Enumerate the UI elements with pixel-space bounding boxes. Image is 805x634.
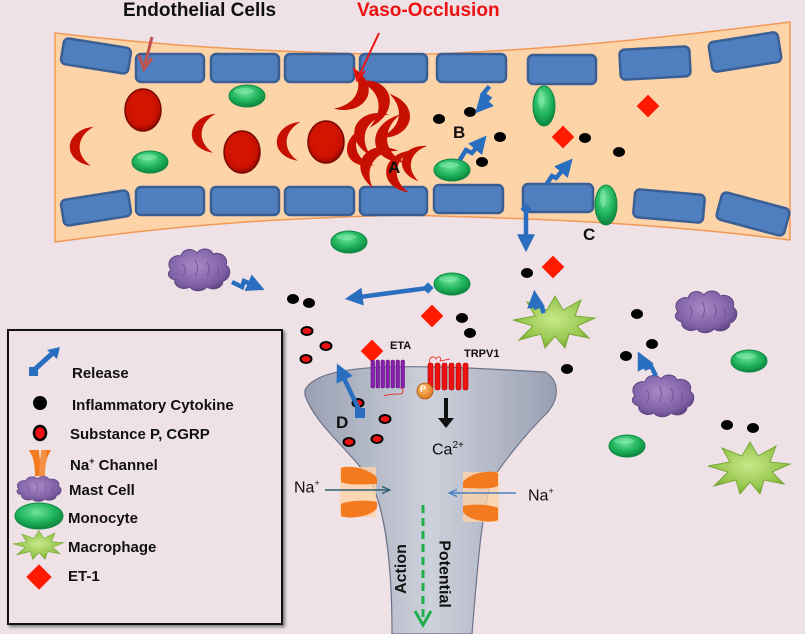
eta-receptor xyxy=(370,359,405,397)
legend-substance-p-label: Substance P, CGRP xyxy=(70,426,210,443)
et1-icon xyxy=(26,564,52,590)
calcium-label: Ca2+ xyxy=(432,440,464,459)
marker-d-label: D xyxy=(336,413,349,432)
monocyte-icon xyxy=(14,502,64,530)
substance-p-icon xyxy=(32,424,48,442)
calcium-influx-arrowhead xyxy=(438,418,454,428)
legend-monocyte-label: Monocyte xyxy=(68,510,139,527)
marker-c-label: C xyxy=(583,225,596,244)
legend-sodium-channel-label: Na+ Channel xyxy=(70,456,158,474)
sodium-left-text: Na xyxy=(294,479,315,497)
marker-b-label: B xyxy=(453,123,466,142)
legend-sodium-text: Na xyxy=(70,457,90,474)
release-arrows xyxy=(230,84,659,417)
legend-sodium-superscript: + xyxy=(89,456,95,466)
action-label: Action xyxy=(393,544,410,594)
potential-label: Potential xyxy=(435,540,453,608)
sodium-left-label: Na+ xyxy=(294,478,320,497)
sodium-channel-icon xyxy=(29,450,51,476)
legend-release-label: Release xyxy=(72,365,129,382)
legend-cytokine-label: Inflammatory Cytokine xyxy=(72,397,234,414)
legend-et1-label: ET-1 xyxy=(68,568,100,585)
mast-cell-icon xyxy=(16,475,62,502)
calcium-text: Ca xyxy=(432,441,453,459)
sodium-right-text: Na xyxy=(528,487,549,505)
release-arrow-bases xyxy=(355,203,532,418)
calcium-superscript: 2+ xyxy=(452,440,464,451)
inflammatory-cytokine-icon xyxy=(33,396,47,410)
et1-molecules xyxy=(360,94,660,363)
endothelial-cells-label: Endothelial Cells xyxy=(123,0,277,21)
sodium-channel-left xyxy=(340,466,377,518)
sodium-right-superscript: + xyxy=(548,486,554,496)
legend-channel-text: Channel xyxy=(94,457,158,474)
trpv1-label: TRPV1 xyxy=(464,348,500,360)
phospho-label: P xyxy=(420,384,427,394)
legend-mast-cell-label: Mast Cell xyxy=(69,482,135,499)
sodium-left-superscript: + xyxy=(314,478,320,488)
endothelial-cells-bottom xyxy=(59,182,791,237)
inflammatory-cytokines xyxy=(287,107,759,433)
sodium-channel-right xyxy=(463,471,499,522)
marker-a-label: A xyxy=(388,158,401,177)
legend-box: Release Inflammatory Cytokine Substance … xyxy=(7,329,283,625)
action-potential-arrowhead xyxy=(413,610,433,629)
vaso-occlusion-label: Vaso-Occlusion xyxy=(357,0,500,21)
legend-macrophage-label: Macrophage xyxy=(68,539,157,556)
eta-label: ETA xyxy=(390,340,412,352)
sodium-right-label: Na+ xyxy=(528,486,554,505)
trpv1-receptor xyxy=(427,356,469,391)
vaso-occlusion-pointer-arrowhead xyxy=(353,67,366,83)
vaso-occlusion-pointer-arrow xyxy=(357,32,380,79)
endothelial-pointer-arrowhead xyxy=(137,54,154,73)
endothelial-pointer-arrow xyxy=(143,36,154,65)
release-arrow-icon xyxy=(29,347,60,376)
macrophage-icon xyxy=(12,530,65,560)
phosphorylation-icon xyxy=(416,382,434,400)
